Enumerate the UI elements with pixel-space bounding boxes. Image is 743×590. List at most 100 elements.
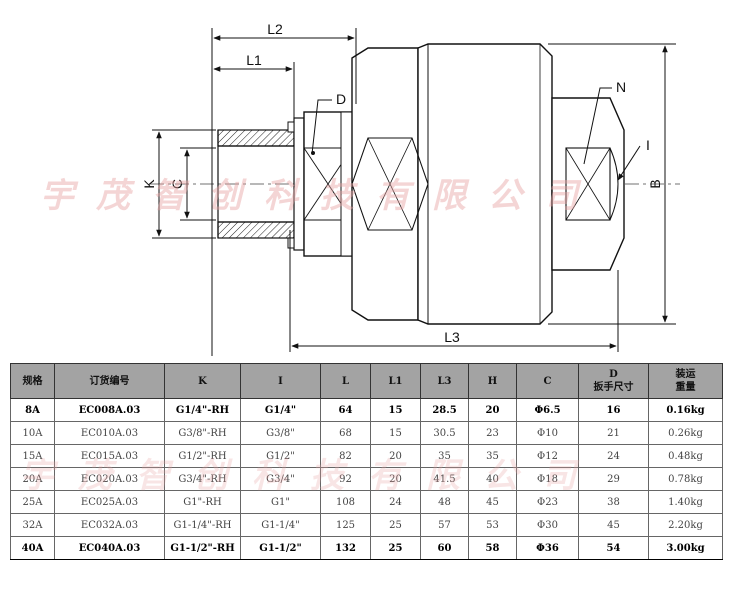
table-cell: 24	[578, 444, 649, 468]
table-cell: G1/2"-RH	[164, 444, 241, 468]
table-cell: EC032A.03	[54, 513, 165, 537]
table-cell: 20	[468, 398, 517, 422]
table-cell: 0.26kg	[648, 421, 723, 445]
table-cell: Φ36	[516, 536, 579, 560]
outlet-spigot-n	[551, 97, 625, 271]
column-header-text: C	[543, 375, 552, 387]
label-l1: L1	[246, 52, 262, 68]
column-header-text: K	[198, 375, 207, 387]
hex-nut-d	[303, 111, 353, 257]
column-header-text: 扳手尺寸	[593, 382, 634, 393]
table-cell: EC015A.03	[54, 444, 165, 468]
column-header: L	[320, 363, 371, 399]
table-cell: G3/4"	[240, 467, 321, 491]
column-header: L1	[370, 363, 421, 399]
table-cell: 24	[370, 490, 421, 514]
column-header-text: H	[487, 375, 498, 387]
table-cell: 2.20kg	[648, 513, 723, 537]
table-cell: G3/8"-RH	[164, 421, 241, 445]
table-cell: 20A	[10, 467, 55, 491]
column-header: K	[164, 363, 241, 399]
table-cell: 28.5	[420, 398, 469, 422]
table-cell: 40A	[10, 536, 55, 560]
label-d: D	[336, 91, 346, 107]
table-cell: Φ12	[516, 444, 579, 468]
table-cell: G1-1/4"-RH	[164, 513, 241, 537]
label-c: C	[169, 179, 185, 189]
table-cell: 132	[320, 536, 371, 560]
table-cell: G1/4"-RH	[164, 398, 241, 422]
table-cell: 0.78kg	[648, 467, 723, 491]
table-cell: G1/2"	[240, 444, 321, 468]
table-cell: 40	[468, 467, 517, 491]
label-n: N	[616, 79, 626, 95]
table-cell: 25A	[10, 490, 55, 514]
table-cell: 15	[370, 398, 421, 422]
table-cell: 20	[370, 444, 421, 468]
table-cell: 15A	[10, 444, 55, 468]
table-cell: 92	[320, 467, 371, 491]
table-cell: 8A	[10, 398, 55, 422]
column-header-text: I	[278, 375, 283, 387]
column-header: C	[516, 363, 579, 399]
table-cell: 10A	[10, 421, 55, 445]
table-cell: 25	[370, 513, 421, 537]
table-cell: 68	[320, 421, 371, 445]
table-cell: 3.00kg	[648, 536, 723, 560]
table-cell: EC008A.03	[54, 398, 165, 422]
table-cell: 108	[320, 490, 371, 514]
column-header: H	[468, 363, 517, 399]
table-cell: EC010A.03	[54, 421, 165, 445]
table-cell: 45	[578, 513, 649, 537]
main-body	[351, 43, 553, 325]
table-cell: 58	[468, 536, 517, 560]
label-k: K	[141, 179, 157, 189]
table-cell: 82	[320, 444, 371, 468]
table-cell: 60	[420, 536, 469, 560]
table-cell: G1-1/4"	[240, 513, 321, 537]
column-header: L3	[420, 363, 469, 399]
table-cell: G1-1/2"	[240, 536, 321, 560]
table-cell: 30.5	[420, 421, 469, 445]
label-i: I	[646, 137, 650, 153]
table-cell: Φ18	[516, 467, 579, 491]
table-cell: 15	[370, 421, 421, 445]
table-cell: 125	[320, 513, 371, 537]
column-header: 装运重量	[648, 363, 723, 399]
table-cell: 57	[420, 513, 469, 537]
table-cell: G1"-RH	[164, 490, 241, 514]
label-l2: L2	[267, 21, 283, 37]
table-cell: G3/4"-RH	[164, 467, 241, 491]
table-cell: 21	[578, 421, 649, 445]
table-cell: G1/4"	[240, 398, 321, 422]
column-header-text: D	[609, 369, 618, 380]
label-b: B	[647, 179, 663, 188]
table-cell: 64	[320, 398, 371, 422]
table-cell: 0.48kg	[648, 444, 723, 468]
table-cell: Φ23	[516, 490, 579, 514]
table-cell: 38	[578, 490, 649, 514]
table-cell: G1"	[240, 490, 321, 514]
table-cell: 0.16kg	[648, 398, 723, 422]
column-header-text: 规格	[22, 375, 43, 387]
column-header-text: 装运	[675, 369, 696, 380]
column-header: D 扳手尺寸	[578, 363, 649, 399]
dimension-lines	[152, 28, 676, 356]
table-cell: 48	[420, 490, 469, 514]
table-cell: EC040A.03	[54, 536, 165, 560]
table-cell: 23	[468, 421, 517, 445]
table-cell: 41.5	[420, 467, 469, 491]
column-header: 订货编号	[54, 363, 165, 399]
table-cell: EC025A.03	[54, 490, 165, 514]
label-l3: L3	[444, 329, 460, 345]
collar	[293, 117, 305, 251]
